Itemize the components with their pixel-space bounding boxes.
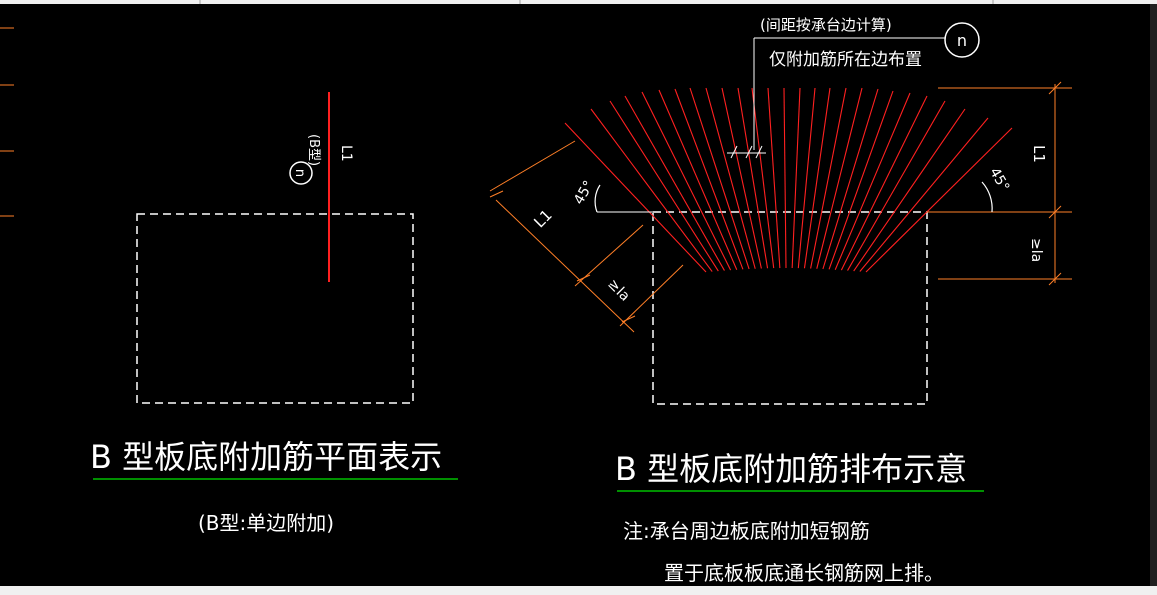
rebar-fan-line: [865, 127, 1013, 273]
callout-spacing-text: (间距按承台边计算): [760, 16, 892, 34]
left-view-subtitle: (B型:单边附加): [198, 511, 334, 535]
dim-tick: [1048, 205, 1062, 219]
dim-tick: [576, 274, 591, 282]
rebar-fan-line: [828, 90, 894, 270]
pile-cap-outline-left: [136, 213, 414, 404]
rebar-fan-line: [853, 108, 966, 272]
rebar-fan-line: [674, 88, 744, 270]
callout-location-text: 仅附加筋所在边布置: [769, 50, 922, 70]
rebar-fan-line: [816, 87, 863, 269]
rebar-fan-line: [564, 122, 707, 273]
rebar-fan-line: [783, 87, 787, 269]
rebar-fan-line: [840, 95, 928, 271]
diag-extension-bottom: [619, 264, 684, 327]
rebar-fan-line: [847, 100, 946, 271]
spacing-tick: [730, 145, 738, 159]
rebar-fan-line: [822, 88, 879, 270]
angle-arc-left: [594, 184, 601, 213]
rebar-mark-circle-right: [944, 22, 980, 58]
dim-tick: [489, 190, 504, 198]
rebar-fan-line: [624, 95, 725, 271]
rebar-fan-line: [590, 108, 713, 272]
spacing-tick: [745, 145, 753, 159]
dim-tick: [621, 315, 636, 323]
rebar-fan-line: [834, 92, 911, 270]
right-view-title: B 型板底附加筋排布示意: [615, 450, 967, 488]
rebar-fan-line: [751, 87, 775, 269]
length-label-L1-left: L1: [338, 145, 354, 162]
left-plan-view: n (B型) L1 B 型板底附加筋平面表示 (B型:单边附加): [90, 92, 458, 535]
diag-extension-mid: [574, 224, 644, 287]
diag-dim-line: [495, 199, 635, 333]
rebar-fan: [564, 87, 1013, 273]
right-edge-strip: [1150, 4, 1157, 586]
rebar-type-label-left: (B型): [306, 134, 321, 166]
rebar-fan-line: [767, 87, 781, 269]
rebar-mark-n-left: n: [292, 169, 307, 177]
rebar-fan-line: [803, 87, 831, 269]
length-label-L1-right: L1: [1030, 145, 1048, 163]
rebar-mark-n-right: n: [957, 31, 967, 50]
rebar-fan-line: [810, 87, 847, 269]
top-ruler-bar: [0, 0, 1157, 4]
right-layout-view: L1 ≥la 45° L1 ≥la 45° n (间距按承台边计算) 仅附加筋所…: [489, 16, 1072, 585]
note-line-1: 注:承台周边板底附加短钢筋: [623, 519, 870, 543]
rebar-fan-line: [791, 87, 801, 269]
dim-tick: [1048, 272, 1062, 286]
left-view-title: B 型板底附加筋平面表示: [90, 438, 442, 476]
rebar-fan-line: [641, 91, 732, 271]
rebar-fan-line: [705, 87, 756, 269]
rebar-fan-line: [721, 87, 762, 269]
diag-extension-top: [489, 140, 576, 192]
rebar-fan-line: [658, 89, 738, 270]
pile-cap-outline-right: [652, 211, 928, 405]
dim-tick: [1048, 81, 1062, 95]
rebar-fan-line: [689, 87, 750, 270]
rebar-fan-line: [609, 100, 719, 272]
rebar-fan-line: [859, 117, 989, 272]
note-line-2: 置于底板板底通长钢筋网上排。: [664, 561, 944, 585]
spacing-tick: [755, 145, 763, 159]
bottom-scrollbar[interactable]: [0, 586, 1157, 595]
rebar-fan-line: [737, 87, 769, 269]
rebar-fan-line: [797, 87, 816, 269]
rebar-mark-circle-left: [289, 161, 313, 185]
angle-arc-right: [981, 181, 993, 213]
anchorage-label-right: ≥la: [1028, 238, 1044, 262]
